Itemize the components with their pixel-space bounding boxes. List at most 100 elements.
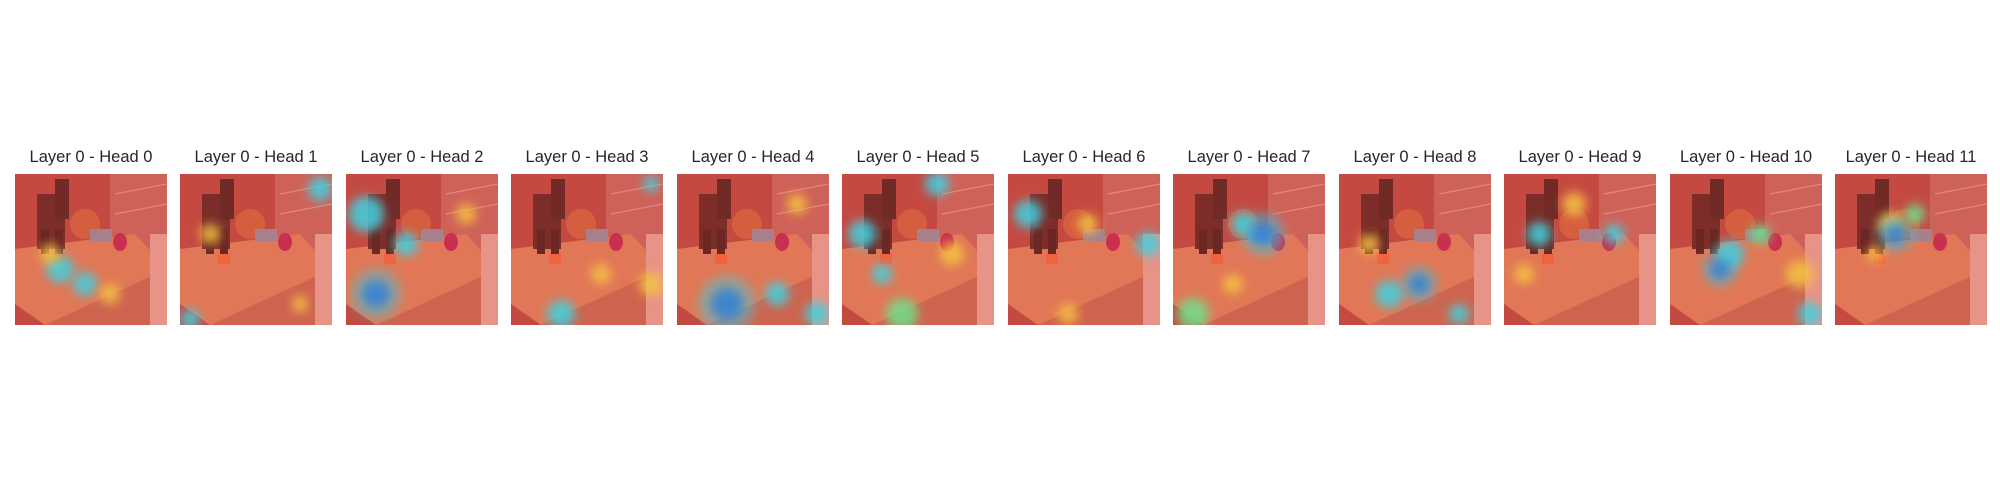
scene-cabinet [1308, 234, 1325, 325]
attention-hotspot-halo [1877, 216, 1913, 252]
attention-hotspot [886, 298, 918, 325]
scene-robot-gripper [372, 229, 380, 254]
attention-hotspot [1078, 214, 1098, 234]
scene-wall-line [776, 183, 829, 195]
scene-robot-arm-upper [55, 179, 69, 219]
attention-hotspot [1750, 224, 1770, 244]
attention-hotspot [848, 220, 876, 248]
panel-title: Layer 0 - Head 5 [856, 148, 980, 166]
scene-wall-line [279, 203, 332, 215]
scene-pink-object [1106, 233, 1120, 251]
scene-wall-line [1934, 183, 1987, 195]
attention-panel: Layer 0 - Head 1 [180, 147, 332, 327]
attention-hotspot [1058, 304, 1078, 324]
scene-pink-object [1437, 233, 1451, 251]
scene-pink-object [1768, 233, 1782, 251]
scene-robot-gripper [41, 229, 49, 254]
attention-panel: Layer 0 - Head 7 [1173, 147, 1325, 327]
scene-plate [1579, 229, 1601, 241]
scene-plate [255, 229, 277, 241]
attention-heatmap-image [1339, 174, 1491, 325]
attention-panel: Layer 0 - Head 10 [1670, 147, 1822, 327]
panel-title: Layer 0 - Head 10 [1679, 148, 1813, 166]
scene-cabinet [481, 234, 498, 325]
attention-panel: Layer 0 - Head 11 [1835, 147, 1987, 327]
scene-wall-line [1438, 183, 1491, 195]
scene-robot-arm-upper [1875, 179, 1889, 219]
scene-wall-line [610, 203, 663, 215]
attention-heatmap-image [1835, 174, 1987, 325]
panel-title: Layer 0 - Head 4 [691, 148, 815, 166]
scene-robot-arm-upper [386, 179, 400, 219]
attention-hotspot [940, 242, 964, 266]
scene-table-front [1865, 269, 1987, 325]
attention-hotspot [639, 272, 663, 296]
attention-heatmap-image [1008, 174, 1160, 325]
scene-small-object [384, 254, 396, 264]
scene-robot-gripper [1379, 229, 1387, 254]
scene-pink-object [775, 233, 789, 251]
attention-panel: Layer 0 - Head 9 [1504, 147, 1656, 327]
scene-plate [1910, 229, 1932, 241]
panel-title: Layer 0 - Head 2 [360, 148, 484, 166]
scene-small-object [218, 254, 230, 264]
attention-overlay [15, 174, 167, 325]
scene-table-front [376, 269, 498, 325]
scene-cabinet [150, 234, 167, 325]
scene-small-object [1377, 254, 1389, 264]
scene-wall-line [1272, 183, 1325, 195]
attention-heatmap-image [180, 174, 332, 325]
scene-pink-object [609, 233, 623, 251]
scene-robot-gripper [1034, 229, 1042, 254]
panel-title: Layer 0 - Head 9 [1518, 148, 1642, 166]
scene-robot-gripper [537, 229, 545, 254]
attention-heatmap-image [842, 174, 994, 325]
scene-plate [421, 229, 443, 241]
scene-robot-arm-upper [1379, 179, 1393, 219]
panel-title: Layer 0 - Head 1 [194, 148, 318, 166]
attention-overlay [1835, 174, 1987, 325]
attention-hotspot [547, 300, 575, 325]
attention-hotspot [394, 232, 418, 256]
scene-wall-line [1272, 203, 1325, 215]
attention-hotspot [73, 272, 97, 296]
attention-panel: Layer 0 - Head 4 [677, 147, 829, 327]
scene-robot-gripper [55, 229, 63, 254]
attention-hotspot [40, 244, 60, 264]
attention-hotspot [292, 296, 308, 312]
scene-small-object [1211, 254, 1223, 264]
scene-wall-line [1934, 203, 1987, 215]
attention-hotspot [805, 302, 829, 325]
attention-hotspot [1604, 224, 1624, 244]
attention-hotspot-halo [1241, 212, 1285, 256]
scene-wall-line [1438, 203, 1491, 215]
scene-cabinet [1970, 234, 1987, 325]
scene-robot-arm-upper [717, 179, 731, 219]
attention-hotspot [765, 282, 789, 306]
attention-panel: Layer 0 - Head 8 [1339, 147, 1491, 327]
scene-pink-object [1933, 233, 1947, 251]
attention-hotspot [591, 264, 611, 284]
scene-robot-arm-upper [220, 179, 234, 219]
scene-robot-arm-upper [882, 179, 896, 219]
attention-hotspot [1514, 264, 1534, 284]
scene-robot-arm-upper [1710, 179, 1724, 219]
scene-robot-gripper [1696, 229, 1704, 254]
attention-hotspot [1177, 298, 1209, 325]
panel-title: Layer 0 - Head 3 [525, 148, 649, 166]
attention-overlay [1670, 174, 1822, 325]
scene-robot-arm-upper [1048, 179, 1062, 219]
attention-heatmap-image [1670, 174, 1822, 325]
attention-panel: Layer 0 - Head 0 [15, 147, 167, 327]
attention-heatmap-image [1504, 174, 1656, 325]
scene-plate [917, 229, 939, 241]
attention-panel: Layer 0 - Head 2 [346, 147, 498, 327]
attention-hotspot [1136, 232, 1160, 256]
scene-wall-line [1603, 203, 1656, 215]
scene-robot-arm-upper [1544, 179, 1558, 219]
attention-hotspot-halo [350, 268, 402, 320]
scene-small-object [880, 254, 892, 264]
scene-robot-gripper [882, 229, 890, 254]
panel-title: Layer 0 - Head 6 [1022, 148, 1146, 166]
attention-heatmap-image [346, 174, 498, 325]
